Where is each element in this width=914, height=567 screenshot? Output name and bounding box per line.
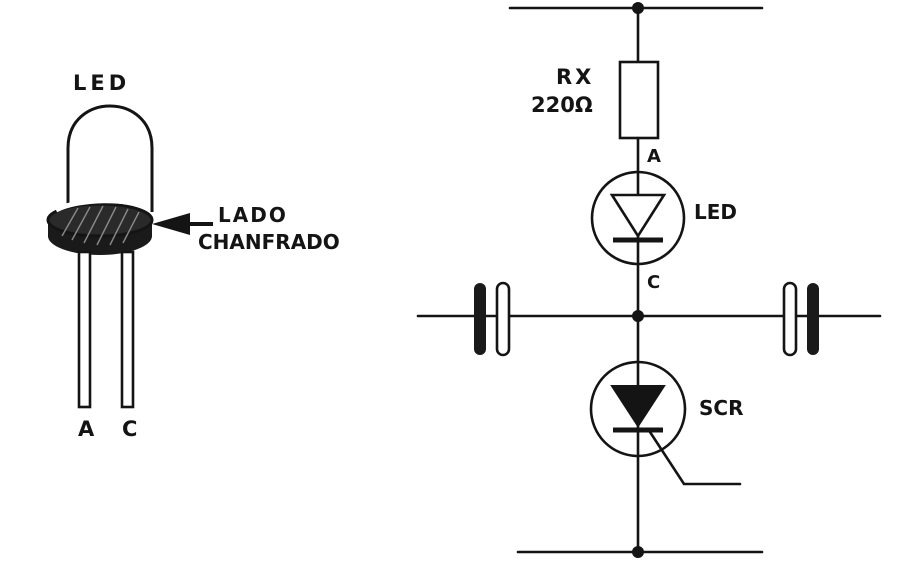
led-physical-drawing: LED A C LADO CHANFRADO: [46, 71, 340, 441]
resistor-rx: [618, 60, 660, 140]
led-symbol: [590, 170, 686, 266]
left-capacitor: [474, 281, 511, 357]
led-cathode-label: C: [647, 272, 660, 293]
led-lead-cathode: [120, 250, 135, 409]
scr-symbol: [589, 360, 742, 486]
resistor-value-label: 220Ω: [531, 93, 593, 117]
led-anode-label: A: [647, 146, 661, 167]
led-drawing-title: LED: [73, 71, 130, 95]
chamfer-arrow-icon: [152, 213, 213, 235]
led-lead-anode: [77, 250, 92, 409]
chamfer-label-line1: LADO: [218, 203, 288, 227]
led-dome: [66, 104, 154, 212]
bottom-junction-dot: [632, 546, 644, 558]
chamfer-label-line2: CHANFRADO: [198, 230, 340, 254]
resistor-name-label: RX: [556, 65, 594, 89]
circuit-schematic: RX 220Ω A LED C: [416, 2, 882, 558]
led-pin-anode-label: A: [78, 417, 95, 441]
scr-gate-lead: [648, 430, 742, 486]
scr-symbol-label: SCR: [699, 396, 743, 420]
led-symbol-label: LED: [694, 200, 737, 224]
led-flange: [46, 198, 154, 255]
right-capacitor: [782, 281, 819, 357]
led-pin-cathode-label: C: [122, 417, 137, 441]
